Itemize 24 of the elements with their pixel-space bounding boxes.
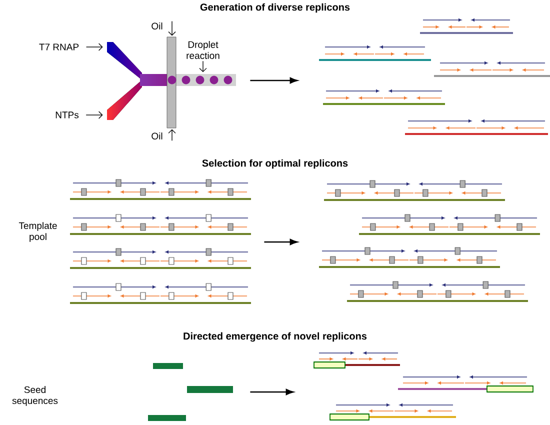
replicon-drawing xyxy=(319,180,540,302)
microfluidic-device-drawing xyxy=(107,36,236,128)
node-label: NTPs xyxy=(56,112,79,118)
replicon-drawing xyxy=(319,18,550,135)
section-heading: Directed emergence of novel replicons xyxy=(184,332,367,342)
section-heading: Selection for optimal replicons xyxy=(202,159,348,169)
node-label: Oil xyxy=(152,132,162,140)
node-label: Oil xyxy=(152,22,162,30)
replicon-drawing xyxy=(314,352,534,420)
arrow xyxy=(168,129,176,142)
node-label: Template pool xyxy=(18,222,57,242)
section-heading: Generation of diverse replicons xyxy=(200,3,350,13)
node-label: Droplet reaction xyxy=(186,41,220,59)
node-label: T7 RNAP xyxy=(39,44,79,50)
arrow xyxy=(168,20,176,36)
template-drawing xyxy=(70,179,251,304)
arrow xyxy=(86,111,103,119)
arrow xyxy=(86,43,103,51)
arrow xyxy=(250,77,298,84)
arrow xyxy=(264,238,298,246)
node-label: Seed sequences xyxy=(12,386,58,406)
arrow xyxy=(250,388,294,396)
arrow xyxy=(199,60,207,72)
seed-sequence-drawing xyxy=(148,363,233,421)
